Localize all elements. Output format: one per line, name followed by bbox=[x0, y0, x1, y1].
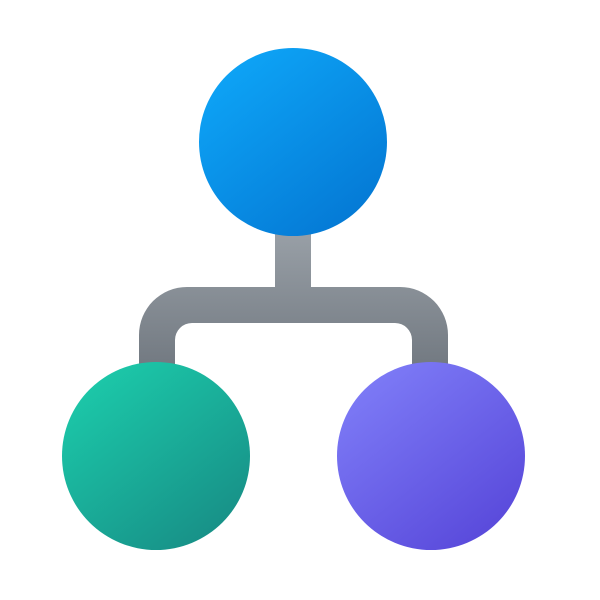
connector-path bbox=[139, 220, 448, 375]
connector-lines bbox=[139, 220, 448, 375]
left-child-node bbox=[62, 362, 250, 550]
right-child-node bbox=[337, 362, 525, 550]
root-node bbox=[199, 48, 387, 236]
